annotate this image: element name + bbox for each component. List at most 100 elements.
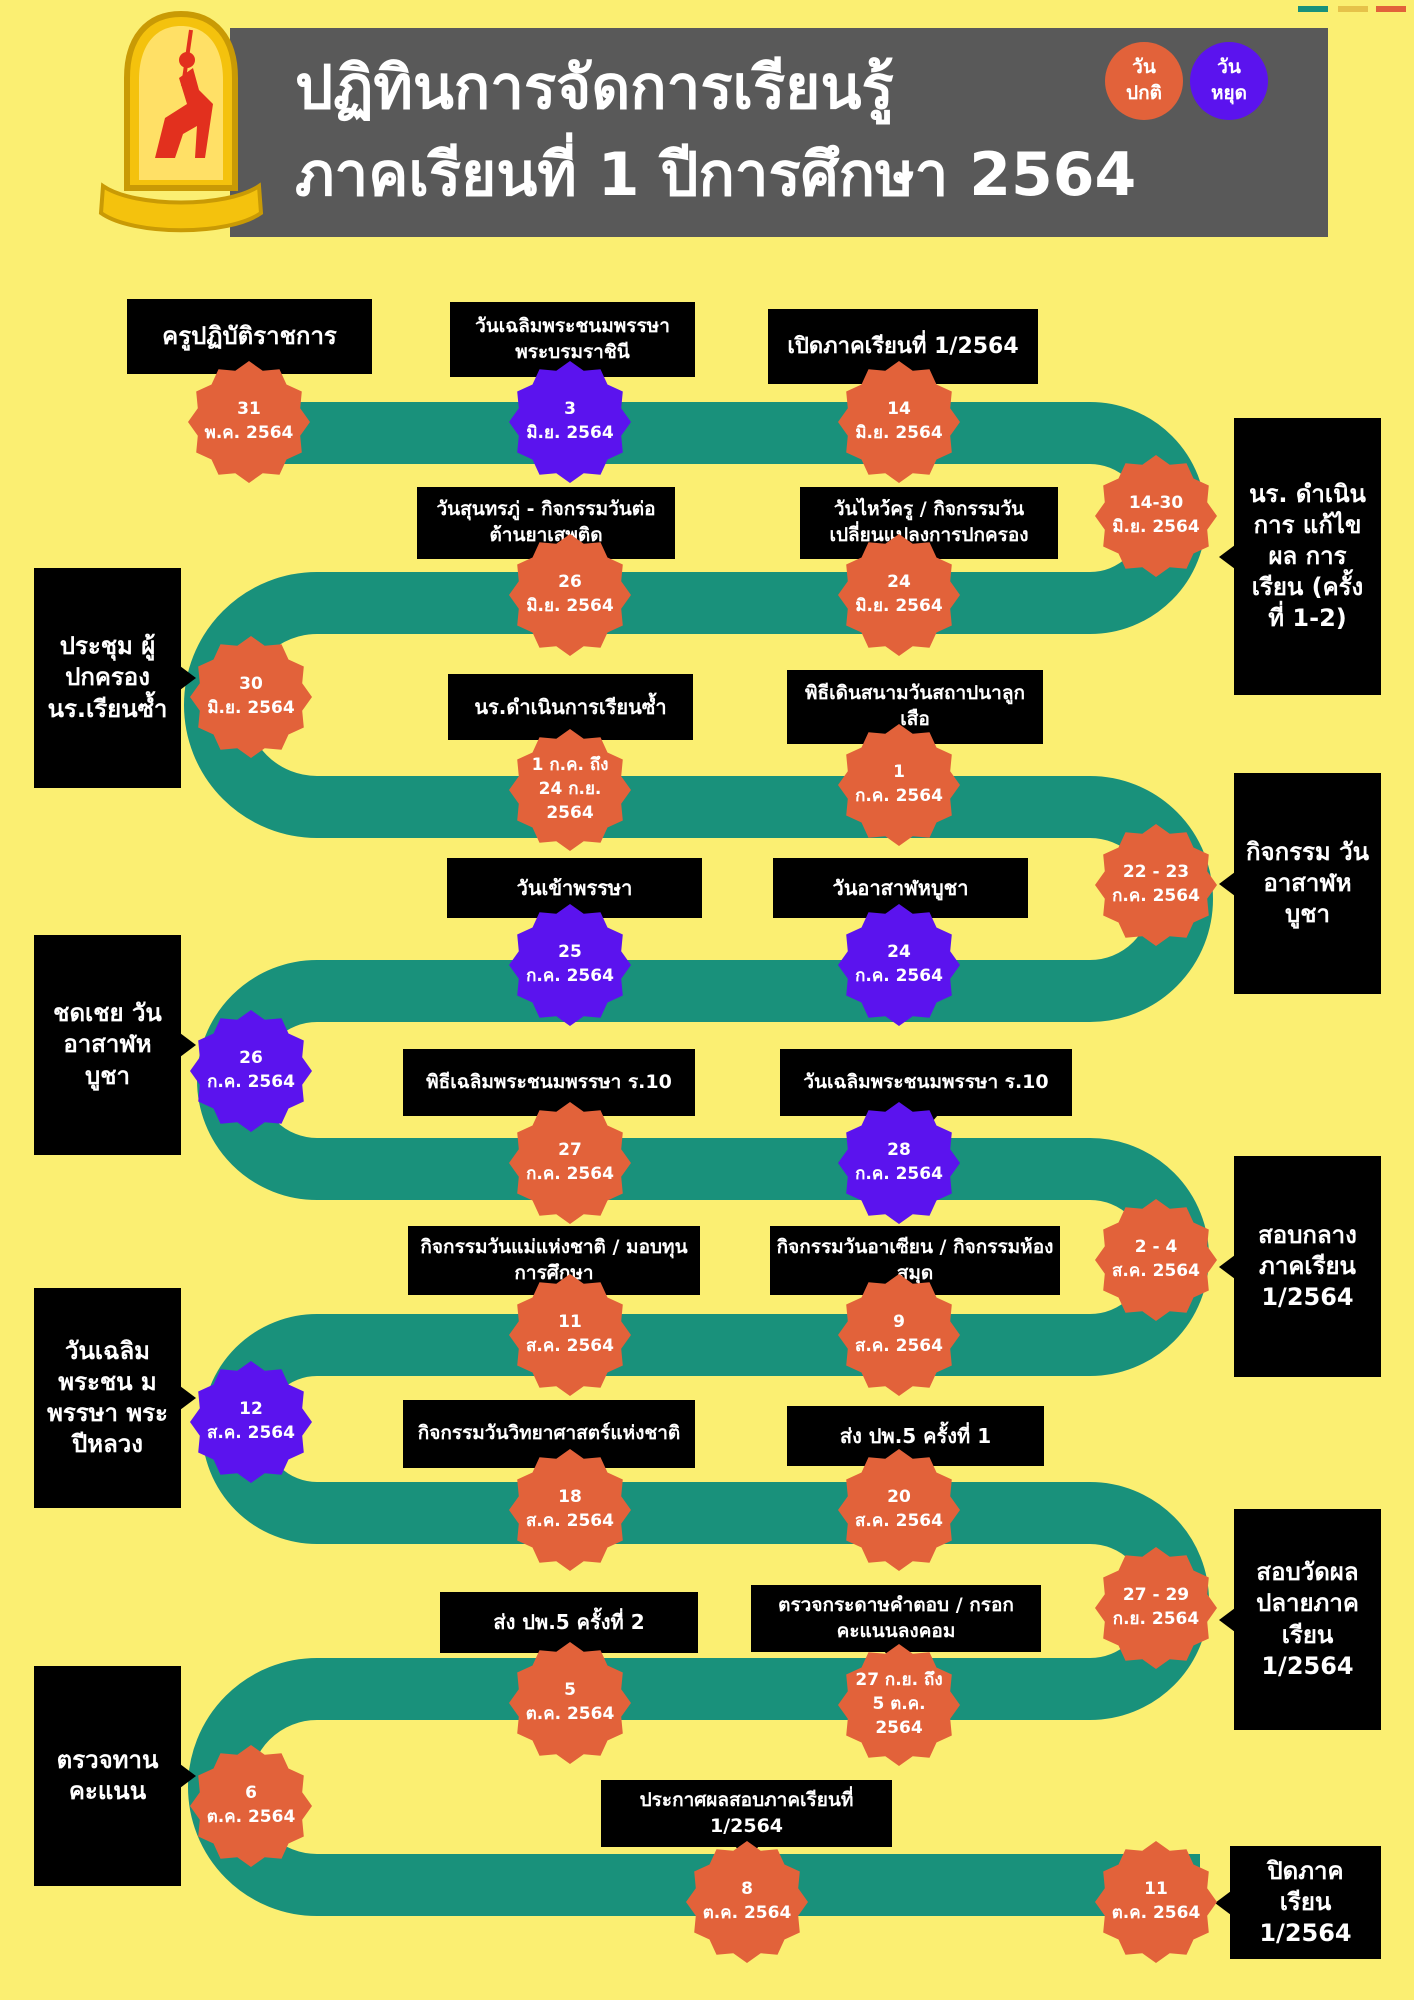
date-badge-text: 26 [239,1048,263,1069]
date-badge-text: 12 [239,1399,263,1420]
date-badge-text: ก.ย. 2564 [1112,1609,1200,1629]
date-badge: 12 ส.ค. 2564 [189,1360,313,1484]
normal-badge-shape [838,361,960,483]
date-badge-text: มิ.ย. 2564 [855,423,943,443]
date-badge-text: 22 - 23 [1122,862,1190,883]
normal-badge-shape [509,729,631,851]
holiday-badge-shape [509,904,631,1026]
side-label-semester-close: ปิดภาค เรียน 1/2564 [1215,1846,1381,1959]
date-badge: 14 มิ.ย. 2564 [837,360,961,484]
date-badge-text: ต.ค. 2564 [525,1704,615,1724]
date-badge-text: 1 [893,762,905,783]
page-title-line2: ภาคเรียนที่ 1 ปีการศึกษา 2564 [295,140,1137,210]
date-badge-text: ส.ค. 2564 [1112,1261,1200,1281]
date-badge-text: 30 [239,674,263,695]
date-badge-text: 6 [245,1783,257,1804]
date-badge-text: มิ.ย. 2564 [855,596,943,616]
normal-badge-shape [1095,455,1217,577]
date-badge: 27 ก.ค. 2564 [508,1101,632,1225]
date-badge-text: ก.ค. 2564 [526,1164,614,1184]
page-title-line1: ปฏิทินการจัดการเรียนรู้ [295,53,894,123]
date-badge-text: ส.ค. 2564 [855,1511,943,1531]
date-badge-text: มิ.ย. 2564 [526,423,614,443]
event-label-teacher-duty: ครูปฏิบัติราชการ [127,299,372,387]
normal-badge-shape [838,534,960,656]
date-badge-text: 2 - 4 [1134,1237,1178,1258]
normal-badge-shape [1095,1199,1217,1321]
date-badge-text: พ.ค. 2564 [204,423,294,443]
date-badge-text: 24 [887,572,911,593]
normal-badge-shape [188,361,310,483]
date-badge-text: 5 ต.ค. [872,1694,926,1715]
side-label-queen-mother-birthday: วันเฉลิม พระชน มพรรษา พระปีหลวง [34,1288,196,1508]
holiday-badge-shape [838,1102,960,1224]
date-badge-text: 18 [558,1487,582,1508]
date-badge-text: 1 ก.ค. ถึง [531,755,609,776]
date-badge-text: ส.ค. 2564 [207,1423,295,1443]
side-label-midterm: สอบกลาง ภาคเรียน 1/2564 [1219,1156,1381,1377]
side-label-final-exam: สอบวัดผล ปลายภาค เรียน 1/2564 [1219,1509,1381,1730]
date-badge-text: 24 ก.ย. [538,779,602,800]
normal-badge-shape [509,534,631,656]
date-badge-text: 11 [1144,1879,1168,1900]
normal-badge-shape [838,1274,960,1396]
legend-holiday: วันหยุด [1190,42,1268,120]
normal-badge-shape [1095,824,1217,946]
side-label-grade-correction: นร. ดำเนินการ แก้ไขผล การเรียน (ครั้งที่… [1219,418,1381,695]
date-badge-text: มิ.ย. 2564 [207,698,295,718]
date-badge: 2 - 4 ส.ค. 2564 [1094,1198,1218,1322]
date-badge-text: ต.ค. 2564 [1111,1903,1201,1923]
date-badge: 20 ส.ค. 2564 [837,1448,961,1572]
date-badge-text: 28 [887,1140,911,1161]
date-badge-text: 25 [558,942,582,963]
decor-stripe-orange [1376,6,1406,12]
date-badge-text: 9 [893,1312,905,1333]
event-label-grading: ตรวจกระดาษคำตอบ / กรอกคะแนนลงคอม [751,1585,1041,1665]
decor-stripe-yellow [1338,6,1368,12]
date-badge-text: 2564 [875,1717,923,1738]
normal-badge-shape [1095,1547,1217,1669]
date-badge-text: ส.ค. 2564 [855,1336,943,1356]
normal-badge-shape [509,1642,631,1764]
date-badge: 11 ต.ค. 2564 [1094,1840,1218,1964]
normal-badge-shape [190,1745,312,1867]
date-badge-text: 20 [887,1487,911,1508]
date-badge-text: ก.ค. 2564 [855,966,943,986]
event-label-king-birthday: วันเฉลิมพระชนมพรรษา ร.10 [780,1049,1072,1129]
legend-normal-day: วันปกติ [1105,42,1183,120]
side-label-score-review: ตรวจทาน คะแนน [34,1666,196,1886]
date-badge-text: 27 [558,1140,582,1161]
normal-badge-shape [190,636,312,758]
normal-badge-shape [838,1449,960,1571]
normal-badge-shape [509,1274,631,1396]
normal-badge-shape [838,724,960,846]
normal-badge-shape [509,1102,631,1224]
date-badge-text: 27 ก.ย. ถึง [855,1670,943,1691]
school-logo-emblem [98,10,264,233]
normal-badge-shape [1095,1841,1217,1963]
normal-badge-shape [686,1841,808,1963]
side-label-compensation-day: ชดเชย วันอาสาฬห บูชา [34,935,196,1155]
date-badge-text: ก.ค. 2564 [855,786,943,806]
date-badge-text: 8 [741,1879,753,1900]
date-badge: 27 ก.ย. ถึง 5 ต.ค.2564 [837,1643,961,1767]
date-badge: 9 ส.ค. 2564 [837,1273,961,1397]
normal-badge-shape [509,1449,631,1571]
side-label-parent-meeting: ประชุม ผู้ปกครอง นร.เรียนซ้ำ [34,568,196,788]
event-label-results-announce: ประกาศผลสอบภาคเรียนที่ 1/2564 [601,1780,892,1860]
holiday-badge-shape [509,361,631,483]
date-badge-text: 14 [887,399,911,420]
